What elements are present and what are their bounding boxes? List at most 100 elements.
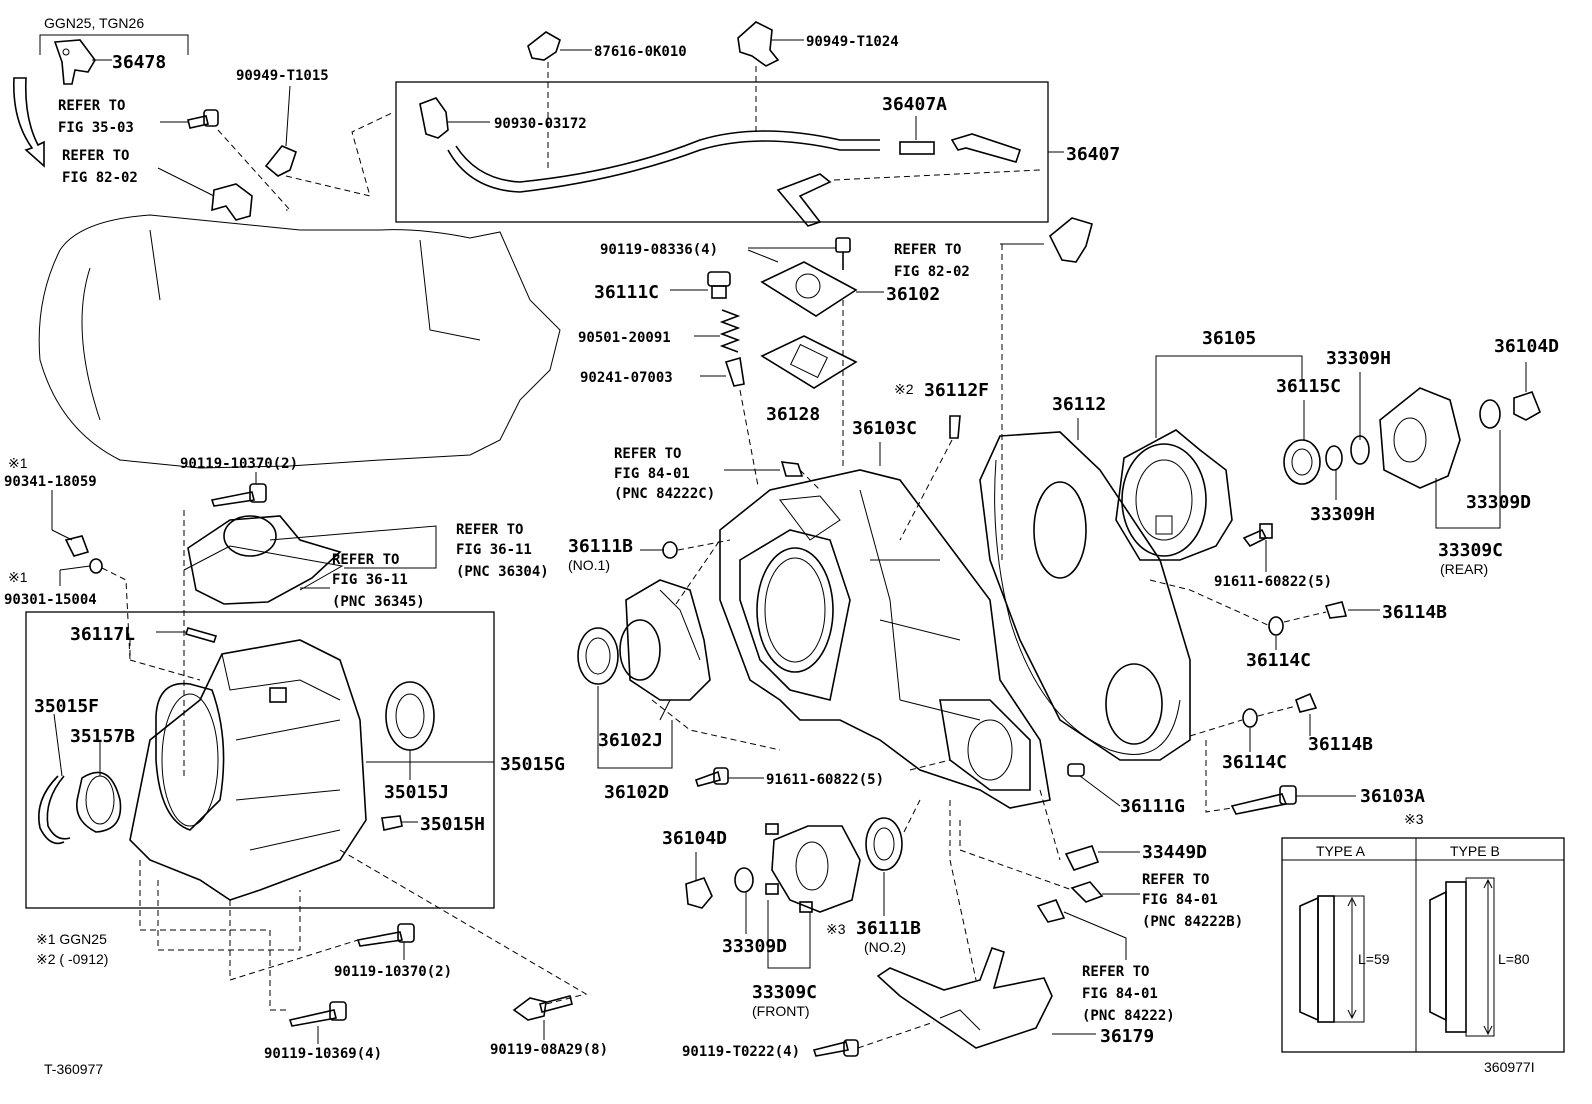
refer-8202-left-line1: REFER TO: [62, 148, 129, 164]
model-bracket: GGN25, TGN26 36478: [13, 15, 189, 168]
refer-group-left: REFER TO FIG 35-03 REFER TO FIG 82-02 90…: [58, 68, 395, 221]
part-36104D-left: 36104D: [662, 828, 727, 849]
models-label: GGN25, TGN26: [44, 15, 144, 31]
part-90930-03172: 90930-03172: [494, 116, 587, 132]
part-33309H-a: 33309H: [1326, 348, 1391, 369]
mark-1-b: ※1: [8, 569, 28, 585]
refer-3503-line1: REFER TO: [58, 98, 125, 114]
sensor-group: 33449D REFER TO FIG 84-01 (PNC 84222B) R…: [959, 789, 1243, 1024]
part-36407A: 36407A: [882, 94, 947, 115]
bottom-left-group: ※1 GGN25 ※2 ( -0912) 90119-10370(2) 9011…: [36, 849, 608, 1062]
part-36112: 36112: [1052, 394, 1106, 415]
length-a: L=59: [1358, 951, 1390, 967]
refer-8401-c-line1: REFER TO: [1082, 964, 1149, 980]
part-36114B-b: 36114B: [1308, 734, 1373, 755]
part-36117L: 36117L: [70, 624, 135, 645]
mark-2: ※2: [894, 381, 914, 397]
part-36114B-a: 36114B: [1382, 602, 1447, 623]
type-b-header: TYPE B: [1450, 843, 1500, 859]
part-36111B-no2: 36111B: [856, 918, 921, 939]
part-90119-10370-top: 90119-10370(2): [180, 456, 298, 472]
part-36102: 36102: [886, 284, 940, 305]
part-36407: 36407: [1066, 144, 1120, 165]
part-35015F: 35015F: [34, 696, 99, 717]
part-90119-10369: 90119-10369(4): [264, 1046, 382, 1062]
part-33449D: 33449D: [1142, 842, 1207, 863]
housing-35015G: 35015G 36117L 35015F 35157B 35015J 35015…: [25, 611, 565, 909]
refer-3611-a-line1: REFER TO: [456, 522, 523, 538]
output-cover-group: 36102J 36102D 91611-60822(5): [577, 539, 951, 803]
refer-8401-a-line3: (PNC 84222C): [614, 486, 715, 502]
type-a-header: TYPE A: [1316, 843, 1366, 859]
refer-8401-b-line3: (PNC 84222B): [1142, 914, 1243, 930]
refer-8202-right-line2: FIG 82-02: [894, 264, 970, 280]
refer-3611-b-line2: FIG 36-11: [332, 572, 408, 588]
part-36103C: 36103C: [852, 418, 917, 439]
transfer-case-36103C: 36103C REFER TO FIG 84-01 (PNC 84222C): [614, 418, 1051, 809]
front-flange-group: 36104D 33309D 33309C (FRONT) ※3 36111B (…: [662, 799, 921, 1019]
part-90241-07003: 90241-07003: [580, 370, 673, 386]
left-plug-group: ※1 90341-18059 ※1 90301-15004: [4, 455, 131, 661]
drain-plug-group: 36114B 36114C 36114B 36114C: [1189, 601, 1447, 773]
rear-label: (REAR): [1440, 561, 1488, 577]
part-33309H-b: 33309H: [1310, 504, 1375, 525]
refer-3611-a-line3: (PNC 36304): [456, 564, 549, 580]
pin-36112F: ※2 36112F: [894, 380, 989, 541]
part-36103A: 36103A: [1360, 786, 1425, 807]
refer-3503-line2: FIG 35-03: [58, 120, 134, 136]
rear-cover-36105: 36105 91611-60822(5): [1115, 328, 1332, 627]
part-90119-08A29: 90119-08A29(8): [490, 1042, 608, 1058]
type-table: TYPE A TYPE B L=59 L=80: [1281, 837, 1565, 1053]
part-36478: 36478: [112, 52, 166, 73]
part-90949-T1024: 90949-T1024: [806, 34, 899, 50]
refer-8401-a-line1: REFER TO: [614, 446, 681, 462]
part-36114C-b: 36114C: [1222, 752, 1287, 773]
refer-8202-left-line2: FIG 82-02: [62, 170, 138, 186]
refer-3611-b-line3: (PNC 36345): [332, 594, 425, 610]
footer-left: T-360977: [44, 1061, 103, 1077]
note-1: ※1 GGN25: [36, 931, 107, 947]
rear-flange-group: 36115C 33309H 33309H 33309C (REAR) 33309…: [1276, 336, 1559, 577]
front-label: (FRONT): [752, 1003, 810, 1019]
part-35015G: 35015G: [500, 754, 565, 775]
bolt-36103A-group: 36111G 36103A ※3: [1067, 740, 1425, 827]
skid-plate-36179: 36179 90119-T0222(4): [682, 800, 1154, 1060]
length-b: L=80: [1498, 951, 1530, 967]
part-33309C-front: 33309C: [752, 982, 817, 1003]
part-90119-T0222: 90119-T0222(4): [682, 1044, 800, 1060]
part-90301-15004: 90301-15004: [4, 592, 97, 608]
part-36112F: 36112F: [924, 380, 989, 401]
hose-box: 87616-0K010 90949-T1024 90930-03172 3640…: [395, 21, 1120, 227]
no1-label: (NO.1): [568, 557, 610, 573]
part-35157B: 35157B: [70, 726, 135, 747]
plug-36111B-no1: 36111B (NO.1): [568, 536, 731, 573]
transmission-outline: [38, 214, 561, 469]
part-33309D-left: 33309D: [722, 936, 787, 957]
note-2: ※2 ( -0912): [36, 951, 108, 967]
refer-8401-b-line2: FIG 84-01: [1142, 892, 1218, 908]
part-35015H: 35015H: [420, 814, 485, 835]
part-91611-right: 91611-60822(5): [1214, 574, 1332, 590]
part-35015J: 35015J: [384, 782, 449, 803]
part-36128: 36128: [766, 404, 820, 425]
mark-3-top: ※3: [1404, 811, 1424, 827]
part-36105: 36105: [1202, 328, 1256, 349]
part-36111C: 36111C: [594, 282, 659, 303]
cover-group: 90119-08336(4) 36102 36111C 90501-20091 …: [578, 237, 940, 487]
part-87616-0K010: 87616-0K010: [594, 44, 687, 60]
part-33309D-right: 33309D: [1466, 492, 1531, 513]
no2-label: (NO.2): [864, 939, 906, 955]
part-36111B-no1: 36111B: [568, 536, 633, 557]
part-33309C-rear: 33309C: [1438, 540, 1503, 561]
refer-8401-a-line2: FIG 84-01: [614, 466, 690, 482]
refer-3611-a-line2: FIG 36-11: [456, 542, 532, 558]
part-36111G: 36111G: [1120, 796, 1185, 817]
part-36102D: 36102D: [604, 782, 669, 803]
part-36115C: 36115C: [1276, 376, 1341, 397]
mark-3-mid: ※3: [826, 921, 846, 937]
part-90501-20091: 90501-20091: [578, 330, 671, 346]
refer-8401-c-line3: (PNC 84222): [1082, 1008, 1175, 1024]
adapter-group: REFER TO FIG 36-11 (PNC 36304) REFER TO …: [180, 456, 549, 780]
